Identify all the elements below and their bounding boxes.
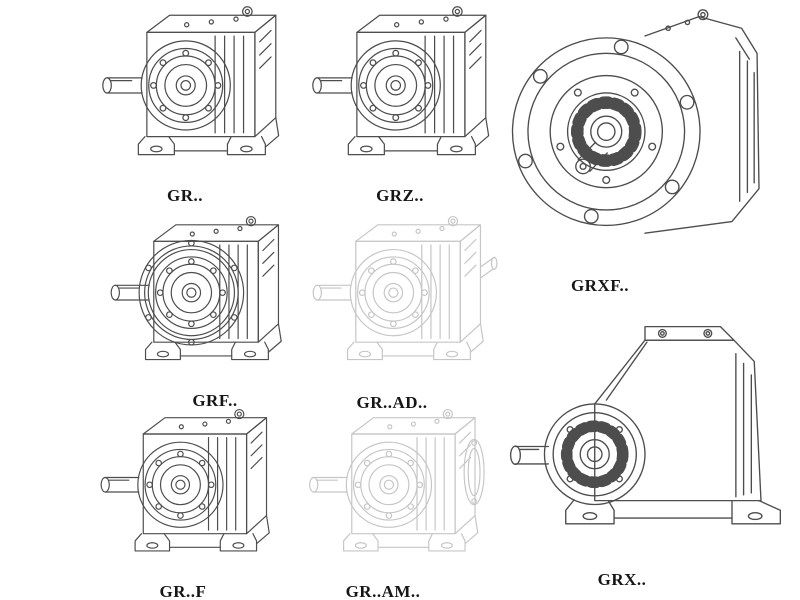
figure-grz (295, 2, 505, 184)
figure-gr (85, 2, 295, 184)
figure-grx (500, 306, 790, 558)
figure-gr-label: GR.. (167, 186, 203, 205)
figure-gr-f-label: GR..F (159, 582, 207, 600)
gear-unit-gr-am-drawing (309, 408, 485, 552)
gear-unit-gr-f-drawing (100, 408, 270, 552)
figure-gr-ad (290, 212, 505, 388)
gear-unit-grx-drawing (500, 306, 790, 558)
figure-grxf-label: GRXF.. (570, 276, 630, 295)
gear-unit-grz-drawing (312, 6, 490, 156)
figure-grf-label: GRF.. (192, 391, 238, 410)
gear-unit-gr-drawing (102, 6, 280, 156)
figure-gr-f (82, 405, 287, 579)
figure-grz-label: GRZ.. (376, 186, 424, 205)
figure-grx-label: GRX.. (597, 570, 647, 589)
gear-unit-grxf-drawing (498, 2, 788, 270)
figure-grxf (498, 2, 788, 270)
figure-gr-am (288, 405, 498, 579)
figure-gr-am-label: GR..AM.. (345, 582, 421, 600)
figure-grf (88, 212, 303, 388)
gear-unit-grf-drawing (110, 215, 282, 361)
figure-gr-ad-label: GR..AD.. (356, 393, 428, 412)
gear-unit-gr-ad-drawing (312, 215, 498, 361)
